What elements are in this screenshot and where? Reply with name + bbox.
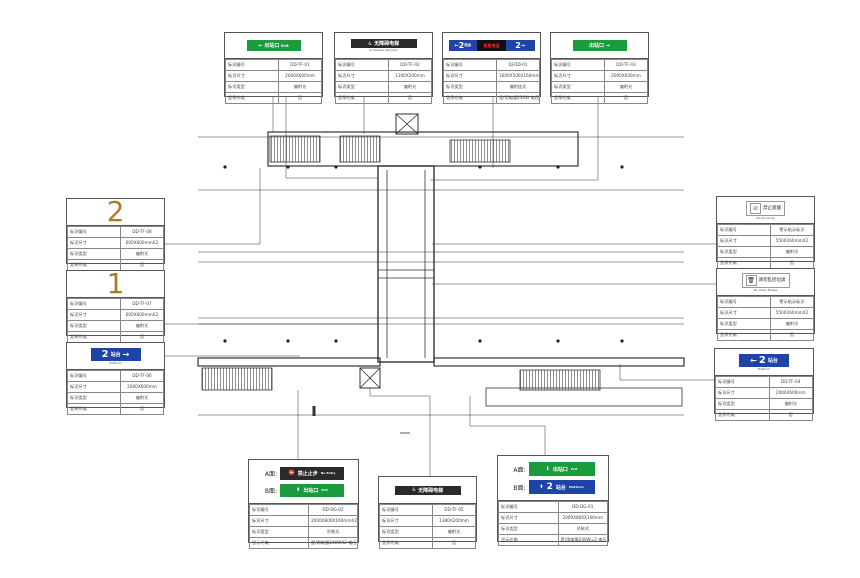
sign-preview: A面: ⬇ 出站口 Exit B面: ⬆ 2 站台 Platform (498, 456, 608, 501)
exit-sign: ⬇ 出站口 Exit (528, 462, 595, 476)
emergency-display: 紧急电话 (477, 40, 506, 51)
elevator-sign: ♿ 无障碍电梯 (350, 39, 417, 48)
sign-subtext: Exit (281, 43, 289, 48)
sign-subtext: No Smoking (756, 215, 775, 220)
sign-subtext: Accessible Elevator (368, 48, 399, 52)
right-arrow-icon: → (605, 42, 610, 49)
sign-subtext: No Litter Please (753, 287, 778, 292)
face-b: B面: ⬆ 出站口 Exit (263, 483, 344, 497)
sign-subtext: Platform (757, 366, 771, 371)
exit-sign: ← 出站口 Exit (246, 40, 301, 51)
platform-right-sign: 2→ (505, 40, 535, 51)
sign-preview: ♿ 无障碍电梯 Accessible Elevator (335, 33, 432, 59)
no-smoking-icon: ⊘ (750, 202, 761, 214)
face-a: A面: ⬇ 出站口 Exit (512, 462, 595, 476)
platform-number-2: 2 (106, 195, 125, 228)
sign-preview: ♿ 无障碍电梯 (379, 477, 476, 504)
left-arrow-icon: ← (750, 355, 757, 365)
no-smoking-sign: ⊘ 禁止吸烟 (746, 200, 785, 216)
sign-preview: A面: ⛔ 禁止止步 No Entry B面: ⬆ 出站口 Exit (249, 460, 358, 504)
sign-preview: ← 出站口 Exit (225, 33, 322, 59)
elevator-sign: ♿ 无障碍电梯 (394, 485, 461, 495)
platform-sign: ⬆ 2 站台 Platform (528, 480, 595, 494)
trash-icon: 🗑 (745, 274, 757, 286)
right-arrow-icon: → (520, 42, 526, 49)
up-arrow-icon: ⬆ (539, 484, 544, 490)
sign-preview: 1 (67, 267, 164, 300)
sign-text: 出站口 (589, 43, 605, 49)
sign-preview: 🗑 请勿乱扔垃圾 No Litter Please (717, 269, 814, 296)
sign-subtext: Platform (109, 360, 122, 365)
up-arrow-icon: ⬆ (296, 487, 301, 493)
sign-preview: 出站口 → (551, 33, 648, 59)
face-a: A面: ⛔ 禁止止步 No Entry (263, 466, 344, 480)
accessible-icon: ♿ (367, 40, 373, 47)
sign-text: 无障碍电梯 (374, 41, 400, 47)
sign-text: 出站口 (264, 43, 280, 49)
right-arrow-icon: → (122, 349, 130, 359)
sign-preview: ⊘ 禁止吸烟 No Smoking (717, 197, 814, 224)
accessible-icon: ♿ (411, 487, 417, 493)
sign-preview: 2 (67, 195, 164, 228)
no-litter-sign: 🗑 请勿乱扔垃圾 (741, 272, 790, 288)
sign-card-no-litter: 🗑 请勿乱扔垃圾 No Litter Please 标识编号警示贴示标识 标识尺… (716, 268, 815, 341)
face-b: B面: ⬆ 2 站台 Platform (512, 480, 595, 494)
down-arrow-icon: ⬇ (545, 466, 550, 472)
left-arrow-icon: ← (258, 42, 263, 49)
platform-number-1: 1 (106, 267, 125, 300)
exit-sign: ⬆ 出站口 Exit (280, 483, 344, 497)
no-entry-sign: ⛔ 禁止止步 No Entry (280, 466, 344, 480)
no-entry-icon: ⛔ (288, 470, 295, 476)
exit-sign: 出站口 → (572, 40, 627, 51)
left-arrow-icon: ← (454, 42, 459, 49)
